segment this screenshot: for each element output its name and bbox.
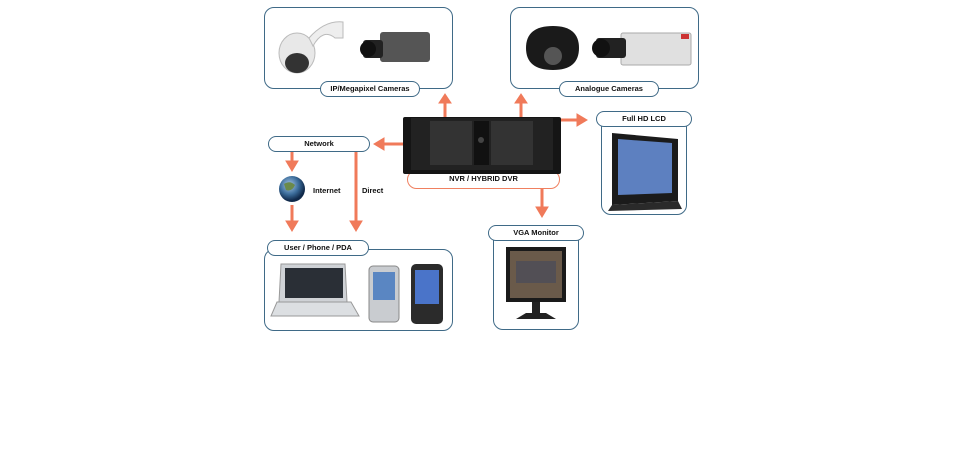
network-label: Network bbox=[268, 136, 370, 152]
vga-monitor-icon bbox=[506, 247, 566, 319]
analogue-cameras-label: Analogue Cameras bbox=[559, 81, 659, 97]
box-camera-icon bbox=[360, 32, 430, 62]
vga-monitor-label: VGA Monitor bbox=[488, 225, 584, 241]
direct-label: Direct bbox=[362, 186, 384, 195]
full-hd-lcd-panel: Full HD LCD bbox=[596, 111, 692, 215]
analogue-cameras-panel: Analogue Cameras bbox=[510, 7, 699, 97]
arrow-head-analogue-cameras bbox=[514, 93, 528, 104]
analogue-box-camera-icon bbox=[592, 32, 692, 66]
ip-cameras-label: IP/Megapixel Cameras bbox=[320, 81, 420, 97]
arrow-head-lcd bbox=[576, 113, 588, 127]
pda-icon bbox=[411, 264, 443, 324]
internet-label: Internet bbox=[313, 186, 341, 195]
dome-camera-icon bbox=[526, 26, 579, 70]
laptop-icon bbox=[270, 263, 360, 317]
ip-cameras-panel: IP/Megapixel Cameras bbox=[264, 7, 453, 97]
arrow-head-user-internet bbox=[285, 220, 299, 232]
full-hd-lcd-label: Full HD LCD bbox=[596, 111, 692, 127]
ptz-dome-camera-icon bbox=[278, 21, 344, 74]
smartphone-icon bbox=[368, 265, 400, 323]
arrow-head-ip-cameras bbox=[438, 93, 452, 104]
arrow-head-internet bbox=[285, 160, 299, 172]
user-devices-label: User / Phone / PDA bbox=[267, 240, 369, 256]
arrow-head-network bbox=[373, 137, 385, 151]
arrow-head-vga bbox=[535, 206, 549, 218]
lcd-tv-icon bbox=[608, 133, 682, 211]
user-devices-panel: User / Phone / PDA bbox=[264, 240, 453, 331]
vga-monitor-panel: VGA Monitor bbox=[488, 225, 584, 330]
arrow-head-user-direct bbox=[349, 220, 363, 232]
